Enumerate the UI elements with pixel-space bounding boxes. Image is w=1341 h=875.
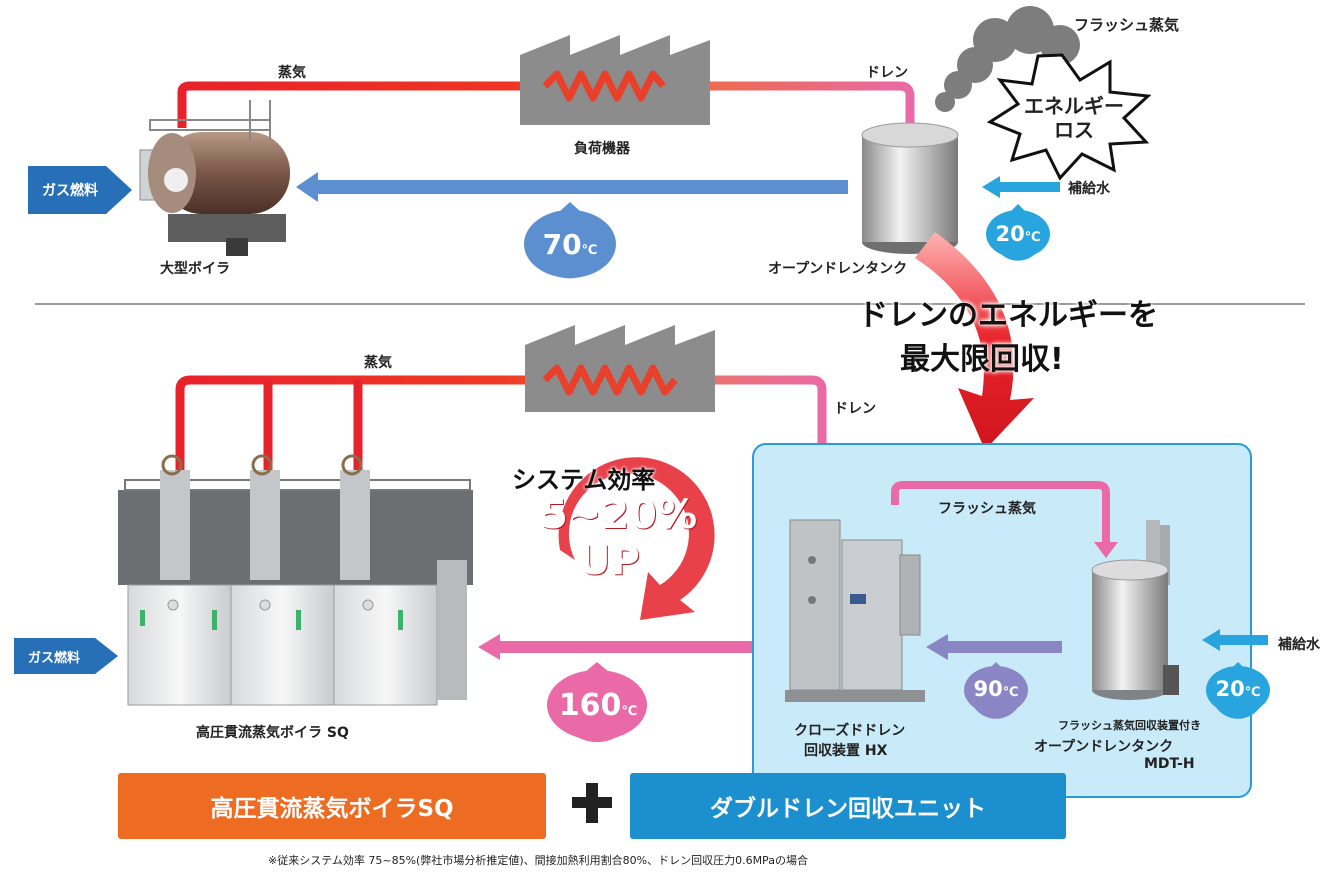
temp-drop-70 [524, 202, 616, 279]
mdt-label-line-2: オープンドレンタンク [1034, 739, 1174, 755]
temp-bottom-20-value: 20 [1215, 677, 1245, 701]
hx-recovery-unit [785, 519, 925, 702]
bottom-makeup-water-label: 補給水 [1278, 637, 1320, 653]
bottom-flash-steam-label: フラッシュ蒸気 [938, 501, 1036, 517]
top-gas-fuel-arrow: ガス燃料 [28, 166, 132, 214]
mdt-label-line-1: フラッシュ蒸気回収装置付き [1058, 719, 1201, 732]
efficiency-circle-arrow [558, 457, 715, 620]
bottom-gas-fuel-arrow: ガス燃料 [14, 638, 118, 674]
temp-drop-top-20 [986, 204, 1050, 261]
top-tank-label: オープンドレンタンク [768, 261, 908, 277]
temp-160-text: 160℃ [548, 688, 648, 723]
top-return-arrowhead [296, 172, 318, 202]
temp-90-text: 90℃ [966, 677, 1026, 701]
callout-line-2: 最大限回収! [900, 342, 1064, 377]
efficiency-footnote-mark: ※ [646, 542, 659, 557]
hx-label-line-2: 回収装置 HX [804, 743, 888, 759]
top-steam-label: 蒸気 [278, 65, 306, 81]
top-factory-icon [520, 35, 710, 125]
recovery-curved-arrow [915, 232, 1034, 450]
footnote: ※従来システム効率 75~85%(弊社市場分析推定値)、間接加熱利用割合80%、… [268, 854, 808, 867]
banner-double-drain-unit: ダブルドレン回収ユニット [630, 773, 1066, 839]
top-large-boiler [139, 100, 290, 256]
top-flash-steam-label: フラッシュ蒸気 [1074, 16, 1180, 34]
bottom-drain-label: ドレン [834, 401, 876, 417]
top-drain-label: ドレン [866, 65, 908, 81]
temp-drop-90 [964, 662, 1028, 719]
energy-loss-starburst [986, 53, 1152, 181]
temp-bottom-20-text: 20℃ [1208, 677, 1268, 701]
bottom-factory-icon [525, 325, 715, 412]
hx-label-line-1: クローズドドレン [794, 723, 906, 739]
bottom-steam-pipe [175, 375, 827, 500]
top-boiler-label: 大型ボイラ [160, 261, 230, 277]
energy-loss-label: エネルギー ロス [1024, 94, 1124, 142]
top-makeup-water-label: 補給水 [1068, 181, 1110, 197]
callout-line-1: ドレンのエネルギーを [858, 298, 1158, 333]
bottom-gas-fuel-label: ガス燃料 [28, 650, 81, 666]
mdt-h-tank [1091, 520, 1179, 700]
banner-sq-boiler: 高圧貫流蒸気ボイラSQ [118, 773, 546, 839]
temp-top-20-text: 20℃ [990, 222, 1046, 246]
efficiency-line-2: 5~20% [540, 492, 698, 538]
plus-sign [572, 783, 612, 823]
temp-top-20-value: 20 [995, 222, 1025, 246]
efficiency-line-1: システム効率 [512, 466, 656, 494]
temp-90-unit: ℃ [1002, 685, 1019, 700]
temp-drop-160 [547, 662, 647, 743]
temp-bottom-20-unit: ℃ [1244, 685, 1261, 700]
temp-70-unit: ℃ [581, 243, 598, 258]
temp-70-text: 70℃ [530, 228, 610, 261]
bottom-steam-label: 蒸気 [364, 355, 392, 371]
temp-drop-bottom-20 [1206, 662, 1270, 719]
mdt-label-line-3: MDT-H [1144, 756, 1195, 772]
temp-70-value: 70 [542, 228, 582, 261]
top-load-equipment-label: 負荷機器 [574, 141, 630, 157]
sq-boiler-bank [118, 454, 473, 706]
top-gas-fuel-label: ガス燃料 [42, 183, 98, 199]
sq-boiler-label: 高圧貫流蒸気ボイラ SQ [196, 725, 349, 741]
temp-160-unit: ℃ [621, 704, 638, 719]
efficiency-line-3: UP [578, 538, 640, 584]
temp-90-value: 90 [973, 677, 1003, 701]
temp-160-value: 160 [558, 688, 622, 723]
temp-top-20-unit: ℃ [1024, 230, 1041, 245]
